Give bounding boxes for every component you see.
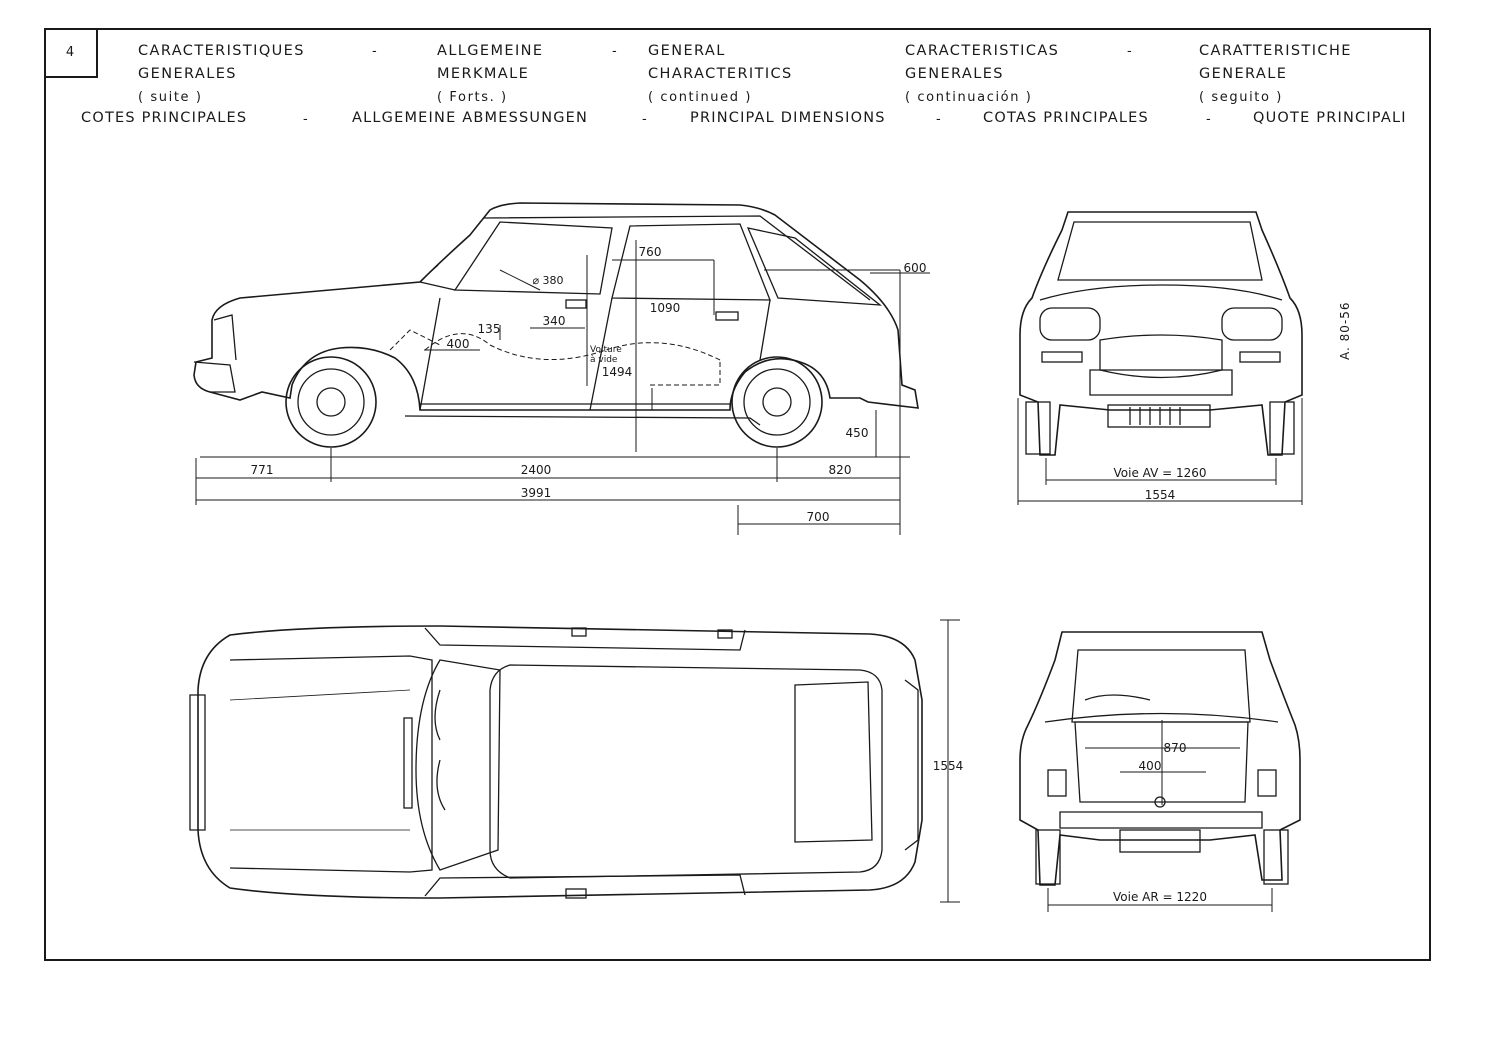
header-german-line2: MERKMALE	[437, 66, 530, 82]
dim-450: 450	[846, 426, 869, 440]
title-cotas-principales: COTAS PRINCIPALES	[983, 110, 1149, 126]
header-separator: -	[1127, 44, 1132, 59]
header-italian: CARATTERISTICHE GENERALE ( seguito )	[1199, 40, 1352, 109]
dim-rear-overhang: 820	[829, 463, 852, 477]
dim-front-overhang: 771	[251, 463, 274, 477]
header-spanish-sub: ( continuación )	[905, 90, 1033, 105]
title-separator: -	[936, 112, 941, 127]
header-french-line2: GENERALES	[138, 66, 237, 82]
header-french-sub: ( suite )	[138, 90, 203, 105]
dim-wheelbase: 2400	[521, 463, 552, 477]
title-allgemeine-abmessungen: ALLGEMEINE ABMESSUNGEN	[352, 110, 589, 126]
title-separator: -	[303, 112, 308, 127]
title-separator: -	[642, 112, 647, 127]
header-separator: -	[612, 44, 617, 59]
top-view-dimensions	[940, 619, 960, 903]
dim-340: 340	[543, 314, 566, 328]
dim-400-side: 400	[447, 337, 470, 351]
header-french-line1: CARACTERISTIQUES	[138, 43, 305, 59]
header-french: CARACTERISTIQUES GENERALES ( suite )	[138, 40, 305, 109]
dim-135: 135	[478, 322, 501, 336]
header-english-sub: ( continued )	[648, 90, 752, 105]
title-quote-principali: QUOTE PRINCIPALI	[1253, 110, 1407, 126]
label-voiture: Voiture	[590, 345, 622, 355]
dim-top-width: 1554	[933, 759, 964, 773]
header-italian-line1: CARATTERISTICHE	[1199, 43, 1352, 59]
top-view-car	[189, 625, 923, 899]
dim-1494: 1494	[602, 365, 633, 379]
header-german-line1: ALLGEMEINE	[437, 43, 544, 59]
dim-700: 700	[807, 510, 830, 524]
dim-front-track: Voie AV = 1260	[1113, 466, 1206, 480]
dim-870: 870	[1164, 741, 1187, 755]
header-german: ALLGEMEINE MERKMALE ( Forts. )	[437, 40, 543, 109]
title-principal-dimensions: PRINCIPAL DIMENSIONS	[690, 110, 886, 126]
header-spanish-line2: GENERALES	[905, 66, 1004, 82]
dim-600: 600	[904, 261, 927, 275]
dim-760: 760	[639, 245, 662, 259]
header-italian-line2: GENERALE	[1199, 66, 1288, 82]
header-english-line2: CHARACTERITICS	[648, 66, 793, 82]
dim-overall-length: 3991	[521, 486, 552, 500]
header-german-sub: ( Forts. )	[437, 90, 508, 105]
front-view-dimensions	[1017, 398, 1303, 505]
header-spanish-line1: CARACTERISTICAS	[905, 43, 1060, 59]
title-cotes-principales: COTES PRINCIPALES	[81, 110, 248, 126]
drawing-frame	[44, 28, 1431, 961]
header-separator: -	[372, 44, 377, 59]
rear-view-car	[1019, 631, 1301, 886]
title-separator: -	[1206, 112, 1211, 127]
page-number: 4	[44, 28, 98, 78]
side-view-car	[193, 202, 919, 448]
dim-400-rear: 400	[1139, 759, 1162, 773]
dim-front-width: 1554	[1145, 488, 1176, 502]
dim-rear-track: Voie AR = 1220	[1113, 890, 1207, 904]
side-view-dimensions	[195, 240, 930, 535]
dim-380: ⌀ 380	[532, 274, 563, 287]
header-spanish: CARACTERISTICAS GENERALES ( continuación…	[905, 40, 1059, 109]
header-english-line1: GENERAL	[648, 43, 726, 59]
header-italian-sub: ( seguito )	[1199, 90, 1283, 105]
dim-height-1090: 1090	[650, 301, 681, 315]
header-english: GENERAL CHARACTERITICS ( continued )	[648, 40, 793, 109]
front-view-car	[1019, 211, 1303, 456]
rear-view-dimensions	[1047, 720, 1273, 912]
label-a-vide: à vide	[590, 355, 618, 365]
